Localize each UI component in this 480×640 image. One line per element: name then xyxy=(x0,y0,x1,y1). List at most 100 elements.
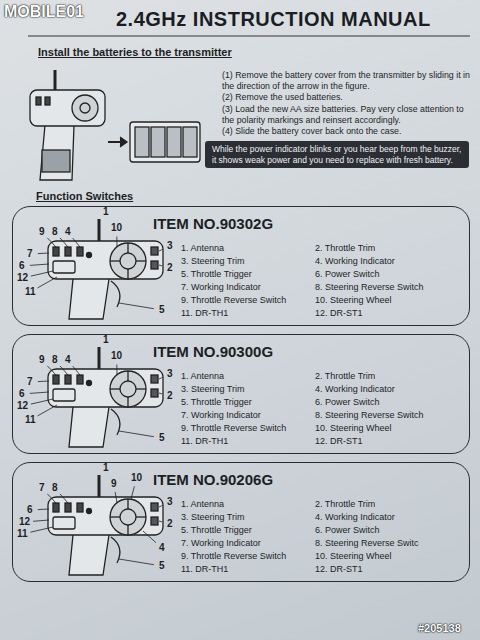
leader-line xyxy=(47,494,56,503)
figure-part xyxy=(54,70,57,92)
leader-line xyxy=(38,381,49,383)
function-item: 10. Steering Wheel xyxy=(315,423,392,433)
function-item: 9. Throttle Reverse Switch xyxy=(181,551,286,561)
function-item: 9. Throttle Reverse Switch xyxy=(181,423,286,433)
callout-number: 1 xyxy=(103,463,109,473)
transmitter-figure xyxy=(48,219,163,319)
callout-number: 8 xyxy=(52,483,58,493)
function-item: 6. Power Switch xyxy=(315,397,380,407)
leader-line xyxy=(30,392,49,393)
callout-number: 7 xyxy=(27,377,33,387)
function-item: 2. Throttle Trim xyxy=(315,371,375,381)
figure-part xyxy=(30,90,105,126)
callout-number: 3 xyxy=(167,497,173,507)
callout-number: 11 xyxy=(25,415,36,425)
figure-part xyxy=(72,95,98,121)
figure-part xyxy=(183,127,197,157)
function-item: 10. Steering Wheel xyxy=(315,295,392,305)
callout-number: 4 xyxy=(159,543,165,553)
function-item: 9. Throttle Reverse Switch xyxy=(181,295,286,305)
model-number: ITEM NO.90300G xyxy=(153,343,273,360)
function-item: 3. Steering Trim xyxy=(181,384,245,394)
leader-line xyxy=(33,520,49,521)
function-item: 3. Steering Trim xyxy=(181,512,245,522)
leader-line xyxy=(73,366,80,375)
instruction-step: (3) Load the new AA size batteries. Pay … xyxy=(222,104,472,125)
watermark: MOBILE01 xyxy=(4,3,84,21)
function-item: 2. Throttle Trim xyxy=(315,243,375,253)
function-item: 8. Steering Reverse Switch xyxy=(315,282,424,292)
callout-number: 6 xyxy=(19,261,25,271)
callout-number: 5 xyxy=(159,561,165,571)
function-item: 11. DR-TH1 xyxy=(181,564,228,574)
callout-number: 5 xyxy=(159,433,165,443)
callout-number: 1 xyxy=(103,335,109,345)
leader-line xyxy=(30,527,53,532)
callout-number: 4 xyxy=(65,227,71,237)
figure-part xyxy=(151,127,165,157)
function-item: 8. Steering Reverse Switc xyxy=(315,538,419,548)
battery-figure xyxy=(30,70,200,180)
callout-number: 12 xyxy=(19,517,30,527)
callout-number: 5 xyxy=(159,305,165,315)
function-item: 5. Throttle Trigger xyxy=(181,397,252,407)
function-item: 5. Throttle Trigger xyxy=(181,269,252,279)
function-item: 11. DR-TH1 xyxy=(181,308,228,318)
figure-part xyxy=(40,125,74,180)
function-item: 8. Steering Reverse Switch xyxy=(315,410,424,420)
model-panel: ITEM NO.90206G1. Antenna2. Throttle Trim… xyxy=(12,462,470,582)
function-item: 4. Working Indicator xyxy=(315,256,395,266)
warning-band: While the power indicator blinks or you … xyxy=(205,141,469,168)
leader-line xyxy=(131,486,134,499)
callout-number: 8 xyxy=(52,227,58,237)
figure-part xyxy=(135,127,149,157)
instruction-step: (1) Remove the battery cover from the tr… xyxy=(222,70,472,91)
instruction-step: (4) Slide the battery cover back onto th… xyxy=(222,126,472,137)
leader-line xyxy=(73,238,80,247)
callout-number: 7 xyxy=(27,249,33,259)
leader-line xyxy=(159,521,162,523)
function-item: 10. Steering Wheel xyxy=(315,551,392,561)
callout-number: 2 xyxy=(167,519,173,529)
callout-number: 12 xyxy=(17,401,28,411)
leader-line xyxy=(159,377,163,379)
leader-line xyxy=(119,303,154,309)
figure-part xyxy=(36,97,41,105)
function-item: 3. Steering Trim xyxy=(181,256,245,266)
function-item: 12. DR-ST1 xyxy=(315,564,363,574)
callout-number: 6 xyxy=(19,389,25,399)
leader-line xyxy=(38,405,58,416)
title-rule xyxy=(28,36,470,37)
callout-number: 12 xyxy=(17,273,28,283)
function-item: 6. Power Switch xyxy=(315,525,380,535)
callout-number: 3 xyxy=(167,369,173,379)
figure-part xyxy=(120,137,127,147)
model-panel: ITEM NO.90300G 1. Antenna 2. Throttle Trim… xyxy=(12,334,470,454)
leader-line xyxy=(31,399,53,404)
function-item: 11. DR-TH1 xyxy=(181,436,228,446)
function-item: 4. Working Indicator xyxy=(315,512,395,522)
transmitter-figure xyxy=(48,475,163,575)
function-item: 7. Working Indicator xyxy=(181,282,261,292)
leader-line xyxy=(116,365,117,375)
leader-line xyxy=(159,505,163,507)
figure-part xyxy=(167,127,181,157)
leader-line xyxy=(38,277,58,288)
function-item: 2. Throttle Trim xyxy=(315,499,375,509)
callout-number: 9 xyxy=(111,479,117,489)
callout-number: 3 xyxy=(167,241,173,251)
leader-line xyxy=(30,264,49,265)
leader-line xyxy=(159,393,162,395)
figure-part xyxy=(45,97,50,105)
callout-number: 7 xyxy=(39,483,45,493)
callout-number: 8 xyxy=(52,355,58,365)
leader-line xyxy=(116,237,117,247)
model-panel: ITEM NO.90302G1. Antenna2. Throttle Trim… xyxy=(12,206,470,326)
function-item: 4. Working Indicator xyxy=(315,384,395,394)
leader-line xyxy=(159,265,162,267)
function-item: 7. Working Indicator xyxy=(181,538,261,548)
callout-number: 10 xyxy=(111,223,122,233)
leader-line xyxy=(143,531,156,543)
function-item: 1. Antenna xyxy=(181,371,224,381)
manual-title: 2.4GHz INSTRUCTION MANUAL xyxy=(116,8,431,31)
